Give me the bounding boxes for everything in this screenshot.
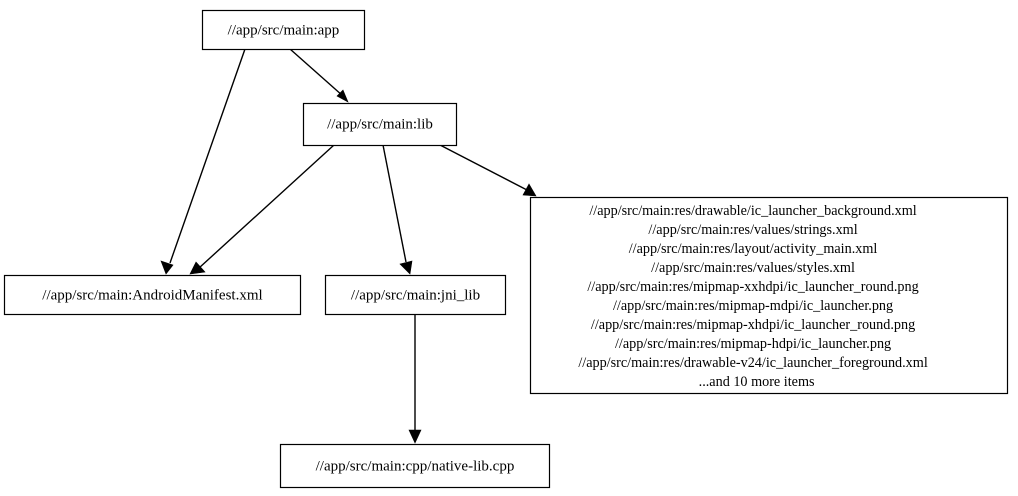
node-label-jni-lib: //app/src/main:jni_lib — [351, 287, 480, 303]
node-box — [3, 274, 302, 316]
edge-line — [289, 48, 344, 97]
node-box — [324, 274, 507, 316]
edge-line — [439, 144, 528, 191]
node-label-native-lib: //app/src/main:cpp/native-lib.cpp — [316, 458, 515, 474]
edge-app-to-manifest — [160, 48, 246, 275]
res-line-9: //app/src/main:res/drawable-v24/ic_launc… — [578, 355, 928, 371]
res-line-2: //app/src/main:res/values/strings.xml — [648, 222, 857, 238]
edge-line — [382, 144, 407, 263]
edge-app-to-lib — [289, 48, 349, 103]
edge-line — [169, 48, 246, 264]
node-box — [302, 102, 458, 147]
res-line-7: //app/src/main:res/mipmap-xhdpi/ic_launc… — [591, 317, 915, 333]
arrowhead-icon — [160, 260, 174, 275]
node-res-lines: //app/src/main:res/drawable/ic_launcher_… — [578, 203, 959, 390]
edge-lib-to-res — [439, 144, 537, 197]
node-box — [529, 196, 1009, 395]
res-line-5: //app/src/main:res/mipmap-xxhdpi/ic_laun… — [587, 279, 918, 295]
node-jni-lib[interactable]: //app/src/main:jni_lib — [324, 274, 507, 316]
edge-line — [198, 144, 335, 269]
node-box — [279, 443, 551, 489]
node-label-lib: //app/src/main:lib — [327, 116, 433, 132]
edge-jni-lib-to-native-lib — [408, 314, 422, 444]
arrowhead-icon — [189, 261, 206, 275]
res-line-4: //app/src/main:res/values/styles.xml — [651, 260, 855, 276]
node-native-lib[interactable]: //app/src/main:cpp/native-lib.cpp — [279, 443, 551, 489]
res-line-10: ...and 10 more items — [699, 374, 815, 390]
res-line-1: //app/src/main:res/drawable/ic_launcher_… — [589, 203, 916, 219]
res-line-6: //app/src/main:res/mipmap-mdpi/ic_launch… — [613, 298, 893, 314]
node-label-app: //app/src/main:app — [228, 22, 340, 38]
node-res[interactable]: //app/src/main:res/drawable/ic_launcher_… — [529, 196, 1009, 395]
res-line-8: //app/src/main:res/mipmap-hdpi/ic_launch… — [615, 336, 891, 352]
node-android-manifest[interactable]: //app/src/main:AndroidManifest.xml — [3, 274, 302, 316]
node-app[interactable]: //app/src/main:app — [201, 9, 366, 51]
node-lib[interactable]: //app/src/main:lib — [302, 102, 458, 147]
arrowhead-icon — [336, 89, 349, 103]
res-line-3: //app/src/main:res/layout/activity_main.… — [629, 241, 878, 257]
arrowhead-icon — [399, 260, 413, 275]
edge-lib-to-jni-lib — [382, 144, 413, 275]
node-box — [201, 9, 366, 51]
edge-lib-to-manifest — [189, 144, 335, 275]
arrowhead-icon — [408, 429, 422, 444]
node-label-android-manifest: //app/src/main:AndroidManifest.xml — [42, 287, 262, 303]
edge-group — [160, 48, 537, 444]
arrowhead-icon — [522, 183, 537, 197]
